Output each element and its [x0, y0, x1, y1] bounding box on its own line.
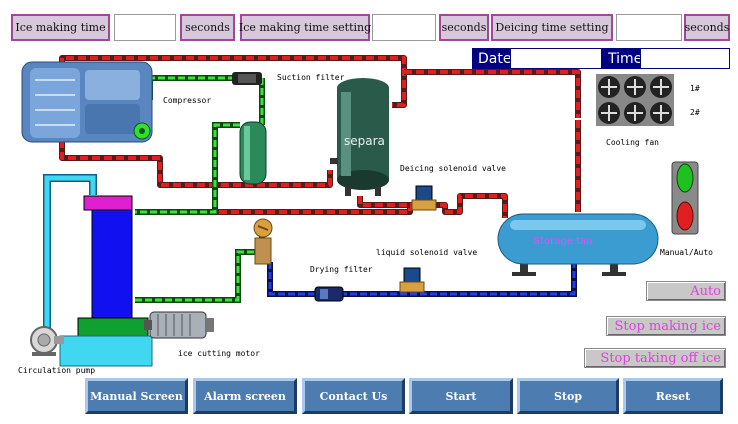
suction-filter-label: Suction filter [277, 73, 345, 82]
receiver-tank-icon [239, 121, 267, 185]
seconds-label-2: seconds [439, 14, 489, 41]
deicing-time-setting-label: Deicing time setting [491, 14, 613, 41]
fan-1-label: 1# [690, 84, 700, 93]
drying-filter-icon [314, 286, 344, 302]
ice-machine-icon [59, 195, 153, 367]
ice-cutting-motor-label: ice cutting motor [178, 349, 260, 358]
manual-auto-label: Manual/Auto [660, 248, 713, 257]
separator-icon [330, 78, 389, 196]
cooling-fan-icon [596, 74, 674, 126]
contact-us-button[interactable]: Contact Us [302, 378, 405, 414]
date-value [510, 48, 602, 69]
deicing-time-setting-input[interactable] [616, 14, 682, 41]
expansion-valve-icon [253, 218, 273, 265]
stop-taking-off-ice-button[interactable]: Stop taking off ice [584, 348, 726, 368]
ice-making-time-label: Ice making time [11, 14, 110, 41]
date-label: Date [472, 48, 511, 69]
compressor-icon [21, 61, 153, 143]
fan-2-label: 2# [690, 108, 700, 117]
alarm-screen-button[interactable]: Alarm screen [193, 378, 297, 414]
ice-making-time-setting-input[interactable] [372, 14, 436, 41]
time-label: Time [602, 48, 642, 69]
seconds-label-1: seconds [180, 14, 235, 41]
stop-making-ice-button[interactable]: Stop making ice [606, 316, 726, 336]
ice-cutting-motor-icon [144, 311, 214, 339]
liquid-solenoid-valve-label: liquid solenoid valve [376, 248, 478, 257]
circulation-pump-icon [30, 326, 64, 356]
start-button[interactable]: Start [409, 378, 513, 414]
circulation-pump-label: Circulation pump [18, 366, 96, 375]
seconds-label-3: seconds [684, 14, 730, 41]
reset-button[interactable]: Reset [623, 378, 723, 414]
stop-button[interactable]: Stop [517, 378, 619, 414]
time-value [640, 48, 730, 69]
suction-filter-icon [232, 72, 262, 85]
cooling-fan-label: Cooling fan [606, 138, 659, 147]
compressor-label: Compressor [163, 96, 212, 105]
separator-label: separa [344, 134, 385, 148]
ice-making-time-setting-label: Ice making time setting [239, 14, 371, 41]
deicing-solenoid-valve-icon [411, 185, 437, 211]
ice-making-time-value [114, 14, 176, 41]
drying-filter-label: Drying filter [310, 265, 373, 274]
deicing-solenoid-valve-label: Deicing solenoid valve [400, 164, 506, 173]
storage-tank-icon [497, 213, 659, 276]
manual-screen-button[interactable]: Manual Screen [85, 378, 188, 414]
storage-tank-label: Storage tan [533, 236, 593, 247]
auto-button[interactable]: Auto [646, 281, 726, 301]
manual-auto-indicator-icon [671, 161, 699, 235]
liquid-solenoid-valve-icon [399, 267, 425, 293]
